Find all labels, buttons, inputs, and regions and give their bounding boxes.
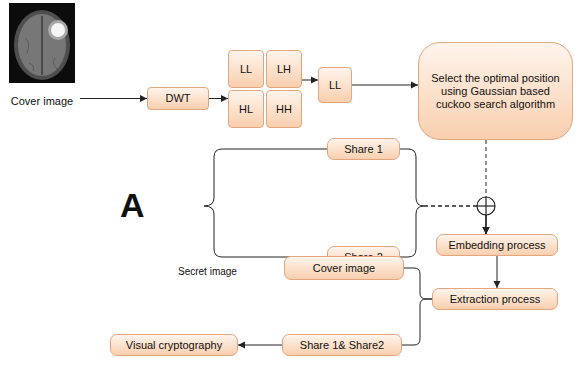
connector <box>80 95 147 102</box>
connector <box>494 256 501 288</box>
connector-line <box>400 149 424 206</box>
process-box: Embedding process <box>436 234 558 256</box>
mri-tumor-rim <box>48 20 68 40</box>
arrow-head <box>483 227 490 234</box>
arrow-head <box>238 342 245 349</box>
mri-tumor <box>51 23 65 37</box>
process-box: Extraction process <box>432 288 558 310</box>
arrow-head <box>221 95 228 102</box>
box-text: Cover image <box>313 262 375 275</box>
arrow-head <box>411 82 418 89</box>
connector <box>209 95 228 102</box>
connector <box>400 149 490 234</box>
connector <box>302 77 318 84</box>
process-box: Select the optimal position using Gaussi… <box>418 42 573 140</box>
process-box: Visual cryptography <box>110 334 238 356</box>
connector <box>238 342 282 349</box>
mri-brain <box>18 14 66 76</box>
box-text: DWT <box>165 92 190 105</box>
dashed-line <box>424 206 477 207</box>
xor-symbol <box>477 197 495 215</box>
box-text: LH <box>277 63 291 76</box>
secret-brace <box>204 149 327 257</box>
process-box: LL <box>318 67 352 103</box>
arrow-head <box>494 281 501 288</box>
dashed-line <box>486 140 487 197</box>
secret-letter: A <box>120 186 145 225</box>
xor-symbol <box>485 197 486 215</box>
connector-line <box>404 268 432 299</box>
arrow-head <box>483 227 490 234</box>
process-box: Share 1 <box>327 138 400 160</box>
connector-line <box>352 85 418 86</box>
box-text: Select the optimal position using Gaussi… <box>419 72 572 111</box>
connector <box>402 299 432 345</box>
box-text: HH <box>276 103 292 116</box>
dashed-line <box>424 206 477 207</box>
box-text: LL <box>329 79 341 92</box>
box-text: Share 1& Share2 <box>300 339 384 352</box>
box-text: HL <box>239 103 253 116</box>
connector-line <box>80 98 147 99</box>
process-box: HH <box>266 90 302 128</box>
image-caption: Cover image <box>11 95 73 108</box>
connector <box>404 268 432 299</box>
arrow-head <box>483 227 490 234</box>
cover-picture: Cover image <box>4 3 80 113</box>
box-text: Share 1 <box>344 143 383 156</box>
box-text: Extraction process <box>450 293 540 306</box>
mri-picture <box>9 3 75 83</box>
mri-skull <box>14 10 70 80</box>
arrow-head <box>311 77 318 84</box>
process-box: Share 1& Share2 <box>282 334 402 356</box>
connector <box>352 82 418 89</box>
mri-fissure <box>41 16 43 75</box>
process-box: Cover image <box>284 256 404 280</box>
mri-folds <box>25 38 57 71</box>
box-text: Visual cryptography <box>126 339 222 352</box>
process-box: HL <box>228 90 264 128</box>
connector <box>483 140 490 234</box>
connector-line <box>402 299 432 345</box>
box-text: Embedding process <box>448 239 545 252</box>
box-text: LL <box>240 63 252 76</box>
secret-caption: Secret image <box>178 266 237 277</box>
mri-ground <box>9 3 75 83</box>
process-box: LH <box>266 50 302 88</box>
connector-line <box>400 206 424 257</box>
arrow-head <box>140 95 147 102</box>
process-box: LL <box>228 50 264 88</box>
process-box: DWT <box>147 87 209 110</box>
